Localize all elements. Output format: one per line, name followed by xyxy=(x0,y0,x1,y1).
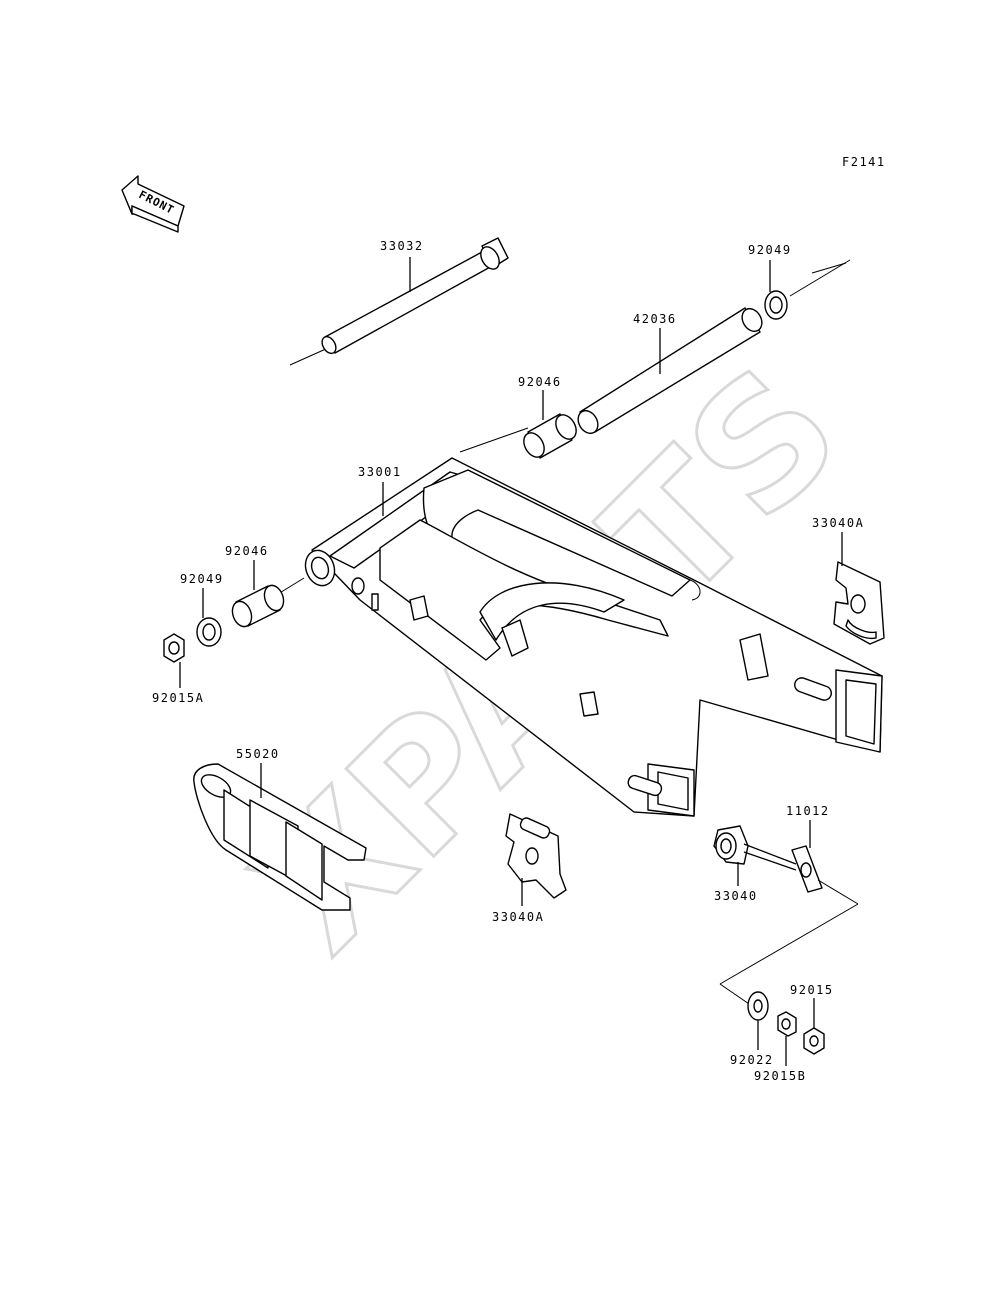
nut-92015B: 92015B xyxy=(754,1011,806,1083)
label-42036: 42036 xyxy=(633,312,677,326)
swingarm-33001: 33001 xyxy=(304,457,883,817)
label-33001: 33001 xyxy=(358,465,402,479)
bearing-92046-top: 92046 xyxy=(518,375,577,459)
chain-guide-55020: 55020 xyxy=(193,747,367,911)
nut-92015: 92015 xyxy=(790,983,834,1055)
label-33032: 33032 xyxy=(380,239,424,253)
seal-92049-top: 92049 xyxy=(748,243,851,320)
label-33040A-bottom: 33040A xyxy=(492,910,544,924)
figure-code: F2141 xyxy=(842,155,886,169)
label-92049-top: 92049 xyxy=(748,243,792,257)
adjuster-33040: 33040 xyxy=(713,825,797,903)
label-92046-top: 92046 xyxy=(518,375,562,389)
adjuster-plate-33040A-bottom: 33040A xyxy=(492,813,567,924)
bearing-92046-left: 92046 xyxy=(225,544,305,628)
nut-92015A: 92015A xyxy=(152,633,204,705)
label-33040: 33040 xyxy=(714,889,758,903)
label-92015: 92015 xyxy=(790,983,834,997)
label-92022: 92022 xyxy=(730,1053,774,1067)
label-11012: 11012 xyxy=(786,804,830,818)
sleeve-42036: 42036 xyxy=(577,307,763,435)
washer-92022: 92022 xyxy=(730,991,774,1067)
seal-92049-left: 92049 xyxy=(180,572,224,647)
label-92015B: 92015B xyxy=(754,1069,806,1083)
front-arrow-icon: FRONT xyxy=(121,175,185,233)
adjuster-plate-33040A-right: 33040A xyxy=(812,516,885,645)
label-33040A-right: 33040A xyxy=(812,516,864,530)
label-92049-left: 92049 xyxy=(180,572,224,586)
label-92015A: 92015A xyxy=(152,691,204,705)
label-92046-left: 92046 xyxy=(225,544,269,558)
label-55020: 55020 xyxy=(236,747,280,761)
pivot-shaft-33032: 33032 xyxy=(289,237,509,366)
block-11012: 11012 xyxy=(786,804,830,893)
